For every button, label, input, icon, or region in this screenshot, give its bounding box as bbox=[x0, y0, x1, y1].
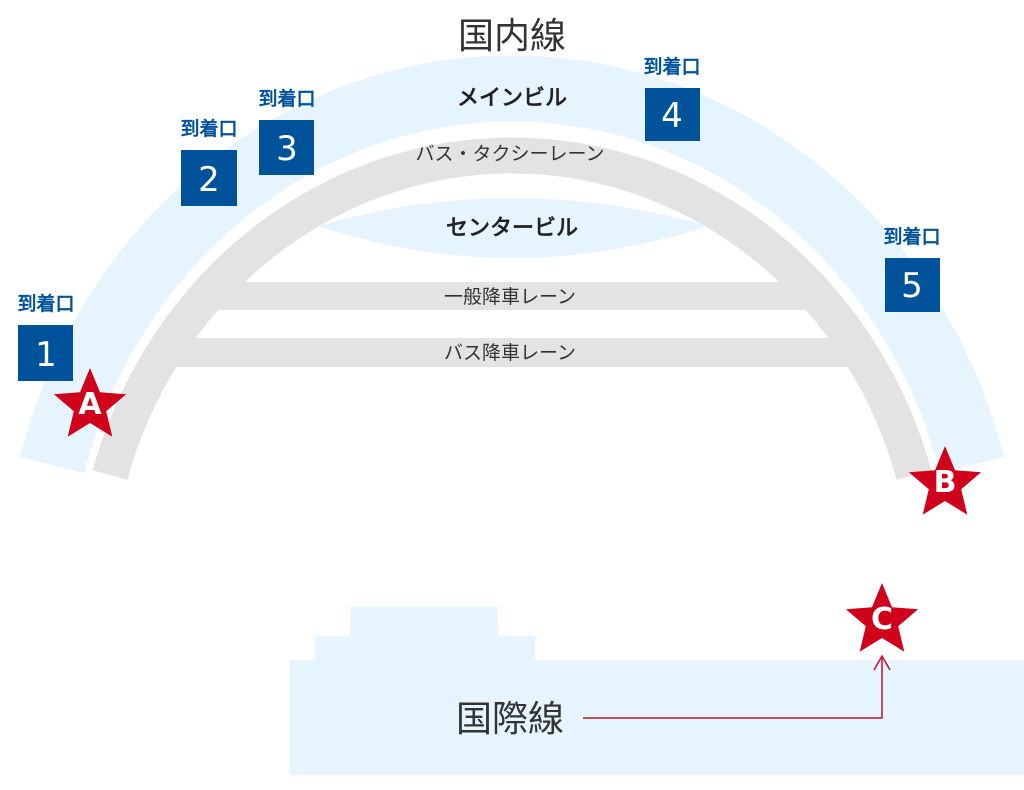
stop-c-star: C bbox=[845, 583, 919, 652]
international-building bbox=[290, 607, 1024, 775]
domestic-building-band bbox=[20, 55, 1004, 474]
center-building bbox=[318, 198, 708, 258]
gate-2: 到着口 2 bbox=[180, 117, 238, 206]
gate-1: 到着口 1 bbox=[17, 292, 75, 381]
gate-3: 到着口 3 bbox=[258, 87, 316, 175]
gate-number: 1 bbox=[35, 335, 57, 375]
gate-4: 到着口 4 bbox=[643, 55, 701, 141]
gate-number: 4 bbox=[661, 96, 683, 136]
general-lane bbox=[215, 282, 815, 310]
international-title: 国際線 bbox=[456, 699, 564, 740]
stop-a-star: A bbox=[53, 368, 127, 437]
bus-taxi-lane-label: バス・タクシーレーン bbox=[415, 143, 604, 165]
stop-letter: A bbox=[78, 387, 102, 422]
gate-label: 到着口 bbox=[883, 225, 940, 248]
star-icon bbox=[908, 446, 982, 515]
star-icon bbox=[53, 368, 127, 437]
stop-b-star: B bbox=[908, 446, 982, 515]
stop-letter: C bbox=[871, 602, 893, 637]
gate-label: 到着口 bbox=[258, 87, 315, 110]
bus-lane bbox=[170, 338, 870, 367]
general-lane-label: 一般降車レーン bbox=[444, 286, 576, 308]
bus-taxi-lane bbox=[92, 137, 932, 480]
gate-number: 5 bbox=[901, 266, 923, 306]
gate-5: 到着口 5 bbox=[883, 225, 941, 312]
main-building-label: メインビル bbox=[457, 86, 567, 111]
gate-label: 到着口 bbox=[180, 117, 237, 140]
gate-number: 2 bbox=[198, 160, 220, 200]
domestic-title: 国内線 bbox=[458, 16, 566, 57]
star-icon bbox=[845, 583, 919, 652]
gate-number: 3 bbox=[276, 129, 298, 169]
bus-lane-label: バス降車レーン bbox=[444, 342, 576, 364]
center-building-label: センタービル bbox=[446, 216, 578, 241]
gate-label: 到着口 bbox=[643, 55, 700, 78]
gate-label: 到着口 bbox=[17, 292, 74, 315]
stop-letter: B bbox=[934, 465, 957, 500]
route-arrow bbox=[583, 654, 891, 719]
